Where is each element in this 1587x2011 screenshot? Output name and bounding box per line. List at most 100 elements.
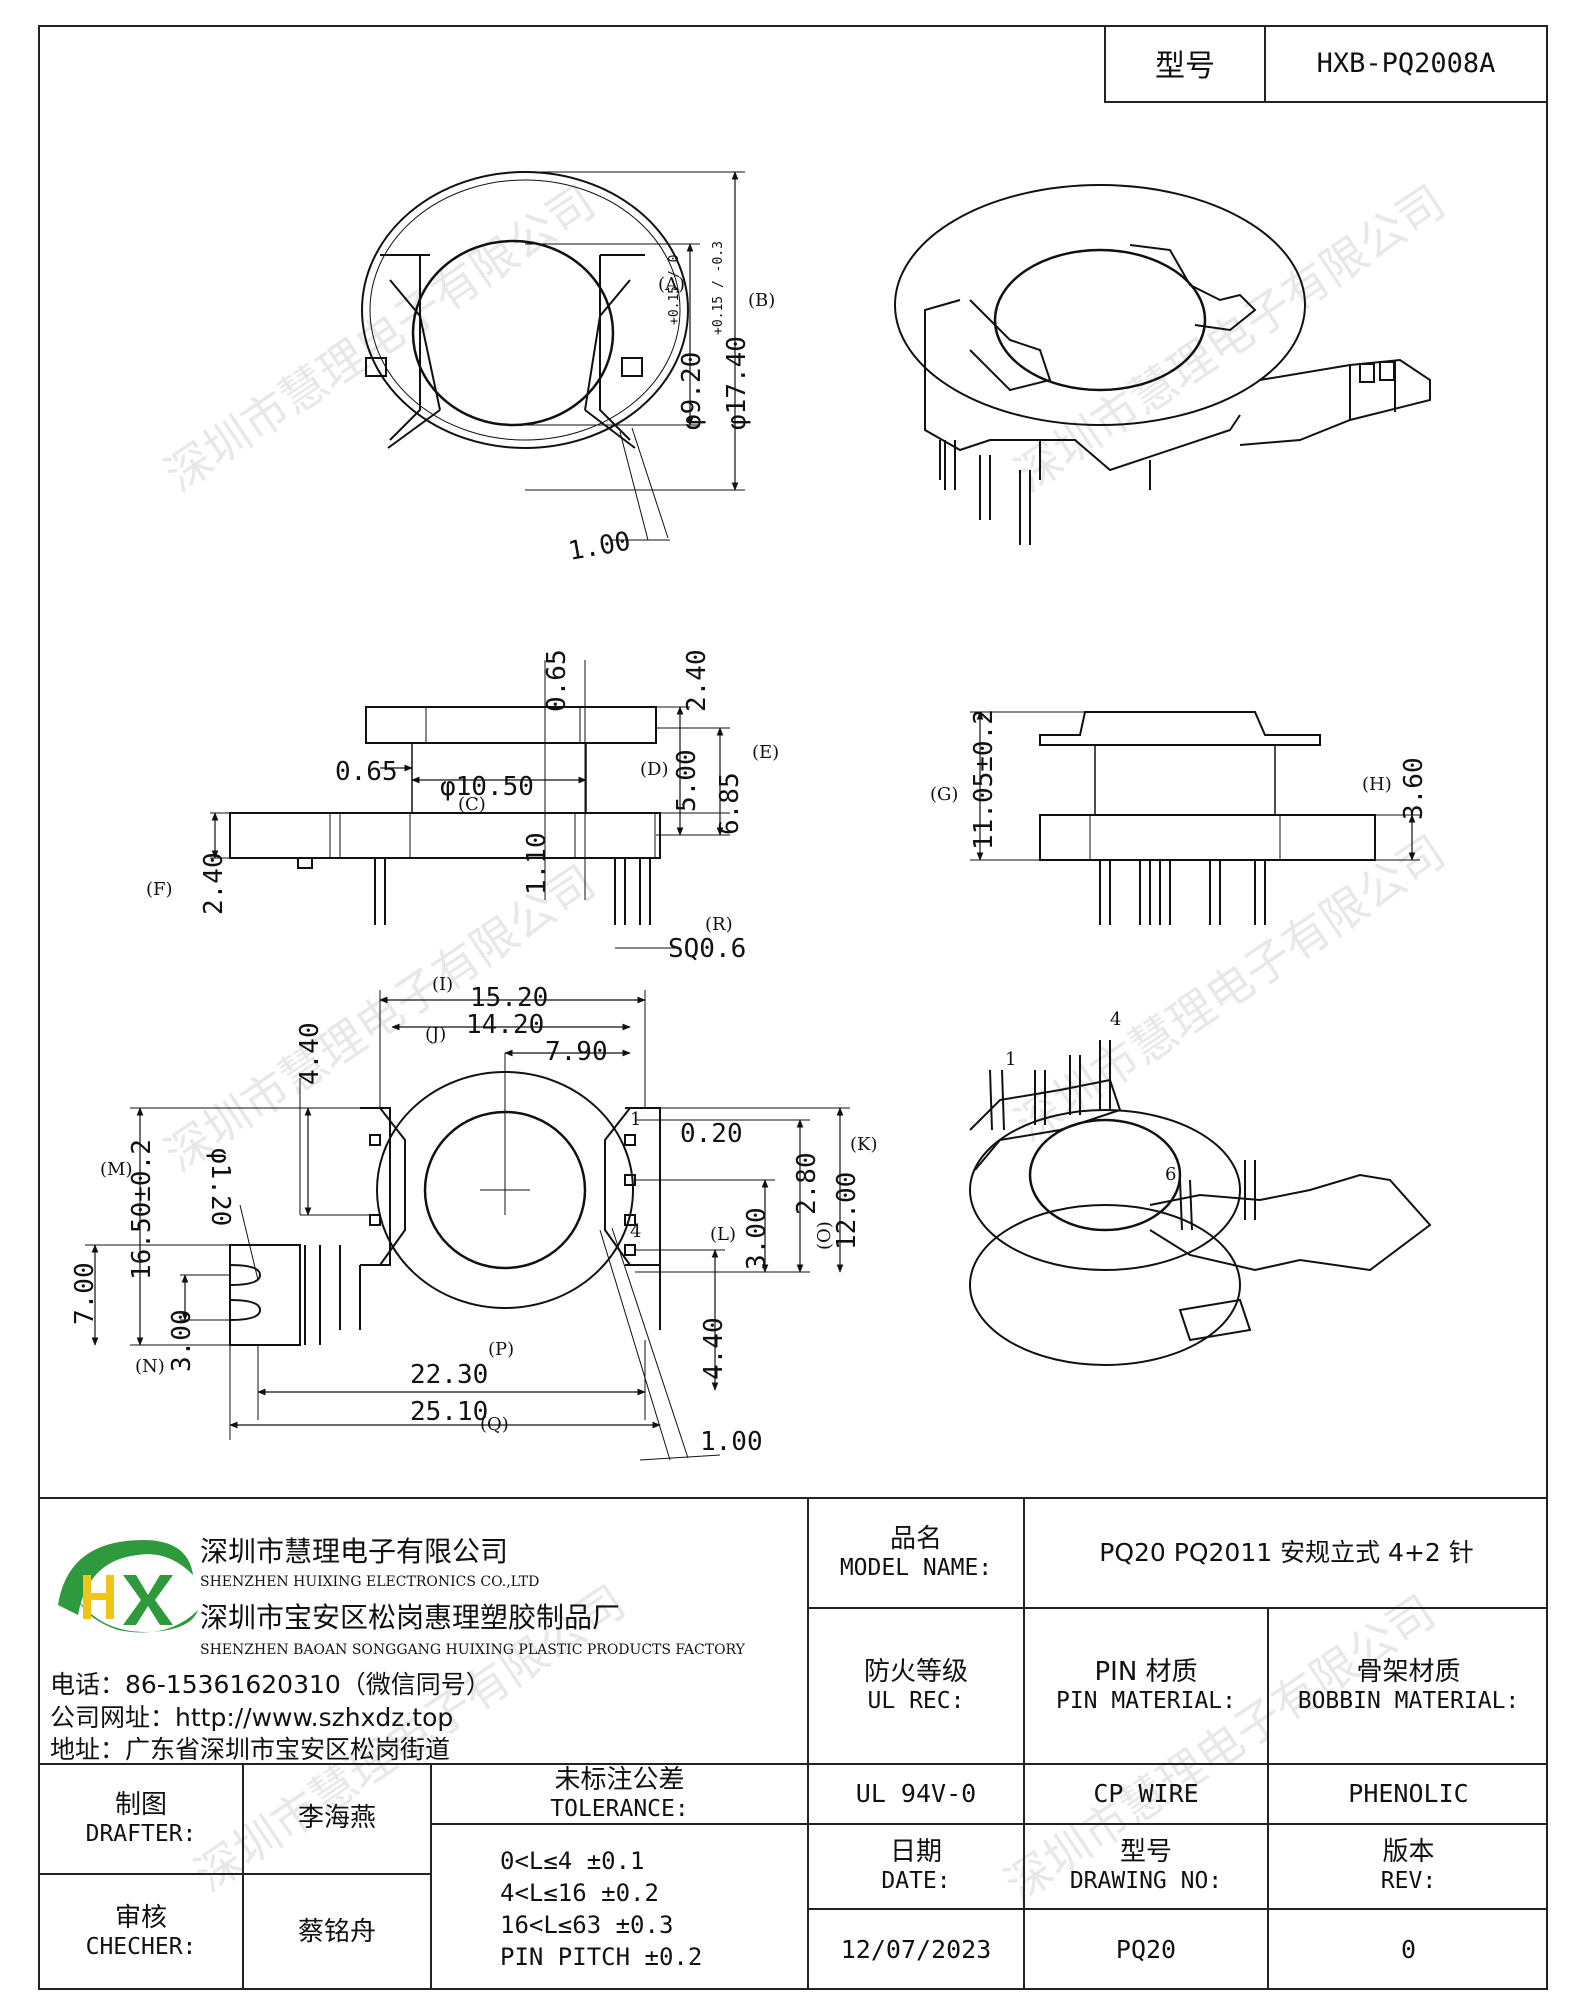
side-view [970, 711, 1420, 925]
model-name-value: PQ20 PQ2011 安规立式 4+2 针 [1025, 1499, 1548, 1607]
iso-view-top [894, 184, 1431, 545]
checker-name: 蔡铭舟 [297, 1916, 376, 1947]
dim-065-left: 0.65 [335, 757, 398, 787]
bobbin-material-text: PHENOLIC [1348, 1778, 1469, 1808]
dim-1105: 11.05±0.2 [969, 709, 999, 850]
bobbin-material-header: 骨架材质 BOBBIN MATERIAL: [1269, 1609, 1548, 1763]
bobbin-material-value: PHENOLIC [1269, 1765, 1548, 1823]
dim-1520: 15.20 [470, 983, 548, 1013]
checker-cn: 审核 [114, 1903, 167, 1934]
grid-line [242, 1763, 244, 1990]
company-phone: 电话：86-15361620310（微信同号） [50, 1670, 491, 1699]
checker-header: 审核 CHECHER: [40, 1875, 242, 1990]
date-text: 12/07/2023 [840, 1934, 992, 1964]
grid-line [1023, 1497, 1025, 1990]
date-header: 日期 DATE: [809, 1825, 1023, 1908]
label-A: (A) [658, 274, 685, 295]
dim-inner-tol: +0.15 / 0 [667, 255, 682, 325]
model-name-header: 品名 MODEL NAME: [809, 1499, 1023, 1607]
drawing-no-header: 型号 DRAWING NO: [1025, 1825, 1267, 1908]
dim-500: 5.00 [672, 749, 702, 812]
dim-outer-dia: φ17.40 [722, 336, 752, 430]
label-K: (K) [850, 1134, 878, 1155]
drafter-value: 李海燕 [244, 1765, 430, 1873]
title-top-border [38, 1497, 1548, 1499]
grid-line [1267, 1607, 1269, 1990]
drawing-no-text: PQ20 [1115, 1934, 1177, 1964]
pin-material-value: CP WIRE [1025, 1765, 1267, 1823]
drafter-header: 制图 DRAFTER: [40, 1765, 242, 1873]
dim-300-left: 3.00 [167, 1309, 197, 1372]
rev-value: 0 [1269, 1910, 1548, 1990]
dim-440-top: 4.40 [295, 1022, 325, 1085]
dim-1050: φ10.50 [440, 772, 534, 802]
front-view [210, 660, 730, 949]
dim-outer-tol: +0.15 / -0.3 [711, 241, 726, 335]
ul-rec-value: UL 94V-0 [809, 1765, 1023, 1823]
ul-rec-text: UL 94V-0 [855, 1778, 977, 1808]
model-header: 型号 HXB-PQ2008A [1104, 25, 1548, 103]
pin-material-en: PIN MATERIAL: [1055, 1687, 1236, 1714]
dim-inner-dia: φ9.20 [677, 352, 707, 430]
model-name-cn: 品名 [889, 1523, 942, 1554]
tolerance-en: TOLERANCE: [550, 1795, 689, 1822]
model-name-en: MODEL NAME: [839, 1554, 993, 1581]
label-B: (B) [748, 290, 775, 311]
dim-685: 6.85 [715, 772, 745, 835]
factory-name-en: SHENZHEN BAOAN SONGGANG HUIXING PLASTIC … [200, 1642, 745, 1658]
grid-line [430, 1823, 1548, 1825]
pin-label-4: 4 [630, 1221, 641, 1242]
company-website: 公司网址：http://www.szhxdz.top [50, 1703, 454, 1732]
dim-700: 7.00 [70, 1262, 100, 1325]
dim-240-left: 2.40 [199, 852, 229, 915]
dim-1200: 12.00 [832, 1172, 862, 1250]
dim-1420: 14.20 [466, 1010, 544, 1040]
date-cn: 日期 [889, 1837, 942, 1868]
dim-020: 0.20 [680, 1119, 743, 1149]
pin-label-1: 1 [630, 1109, 641, 1130]
dim-110: 1.10 [522, 832, 552, 895]
date-en: DATE: [881, 1868, 951, 1895]
dim-300-right: 3.00 [742, 1207, 772, 1270]
dim-065-top: 0.65 [542, 649, 572, 712]
tolerance-row-2: 4<L≤16 ±0.2 [500, 1879, 659, 1907]
label-L: (L) [710, 1224, 736, 1245]
dim-2510: 25.10 [410, 1397, 488, 1427]
drafter-en: DRAFTER: [85, 1820, 197, 1847]
drawing-no-en: DRAWING NO: [1069, 1868, 1223, 1895]
label-D: (D) [640, 759, 668, 780]
ul-rec-cn: 防火等级 [863, 1656, 968, 1687]
label-H: (H) [1362, 774, 1392, 795]
grid-line [807, 1607, 1548, 1609]
dim-top-gap: 1.00 [566, 526, 633, 566]
dim-hole-dia: φ1.20 [205, 1148, 235, 1226]
checker-value: 蔡铭舟 [244, 1875, 430, 1990]
company-address: 地址：广东省深圳市宝安区松岗街道 [50, 1735, 451, 1764]
bobbin-material-en: BOBBIN MATERIAL: [1297, 1687, 1520, 1714]
label-N: (N) [135, 1356, 165, 1377]
bobbin-material-cn: 骨架材质 [1356, 1656, 1461, 1687]
grid-line [807, 1497, 809, 1990]
label-M: (M) [100, 1159, 132, 1180]
company-name-en: SHENZHEN HUIXING ELECTRONICS CO.,LTD [200, 1574, 540, 1590]
pin-material-header: PIN 材质 PIN MATERIAL: [1025, 1609, 1267, 1763]
label-O: (O) [814, 1221, 835, 1250]
label-P: (P) [488, 1339, 514, 1360]
ul-rec-en: UL REC: [867, 1687, 965, 1714]
label-I: (I) [432, 974, 453, 995]
drawing-no-value: PQ20 [1025, 1910, 1267, 1990]
technical-drawing: (A) (B) φ9.20 +0.15 / 0 φ17.40 +0.15 / -… [70, 171, 1432, 1461]
model-label: 型号 [1106, 25, 1266, 101]
iso-view-bottom [969, 1040, 1432, 1366]
dim-2230: 22.30 [410, 1360, 488, 1390]
dim-280: 2.80 [792, 1152, 822, 1215]
model-number: HXB-PQ2008A [1316, 47, 1496, 79]
label-Q: (Q) [480, 1414, 509, 1435]
rev-cn: 版本 [1382, 1837, 1435, 1868]
tolerance-row-4: PIN PITCH ±0.2 [500, 1943, 703, 1971]
drawing-no-cn: 型号 [1119, 1837, 1172, 1868]
model-name-text: PQ20 PQ2011 安规立式 4+2 针 [1099, 1537, 1474, 1567]
pin-material-text: CP WIRE [1093, 1778, 1199, 1808]
dim-240-top: 2.40 [682, 649, 712, 712]
tolerance-row-1: 0<L≤4 ±0.1 [500, 1847, 645, 1875]
